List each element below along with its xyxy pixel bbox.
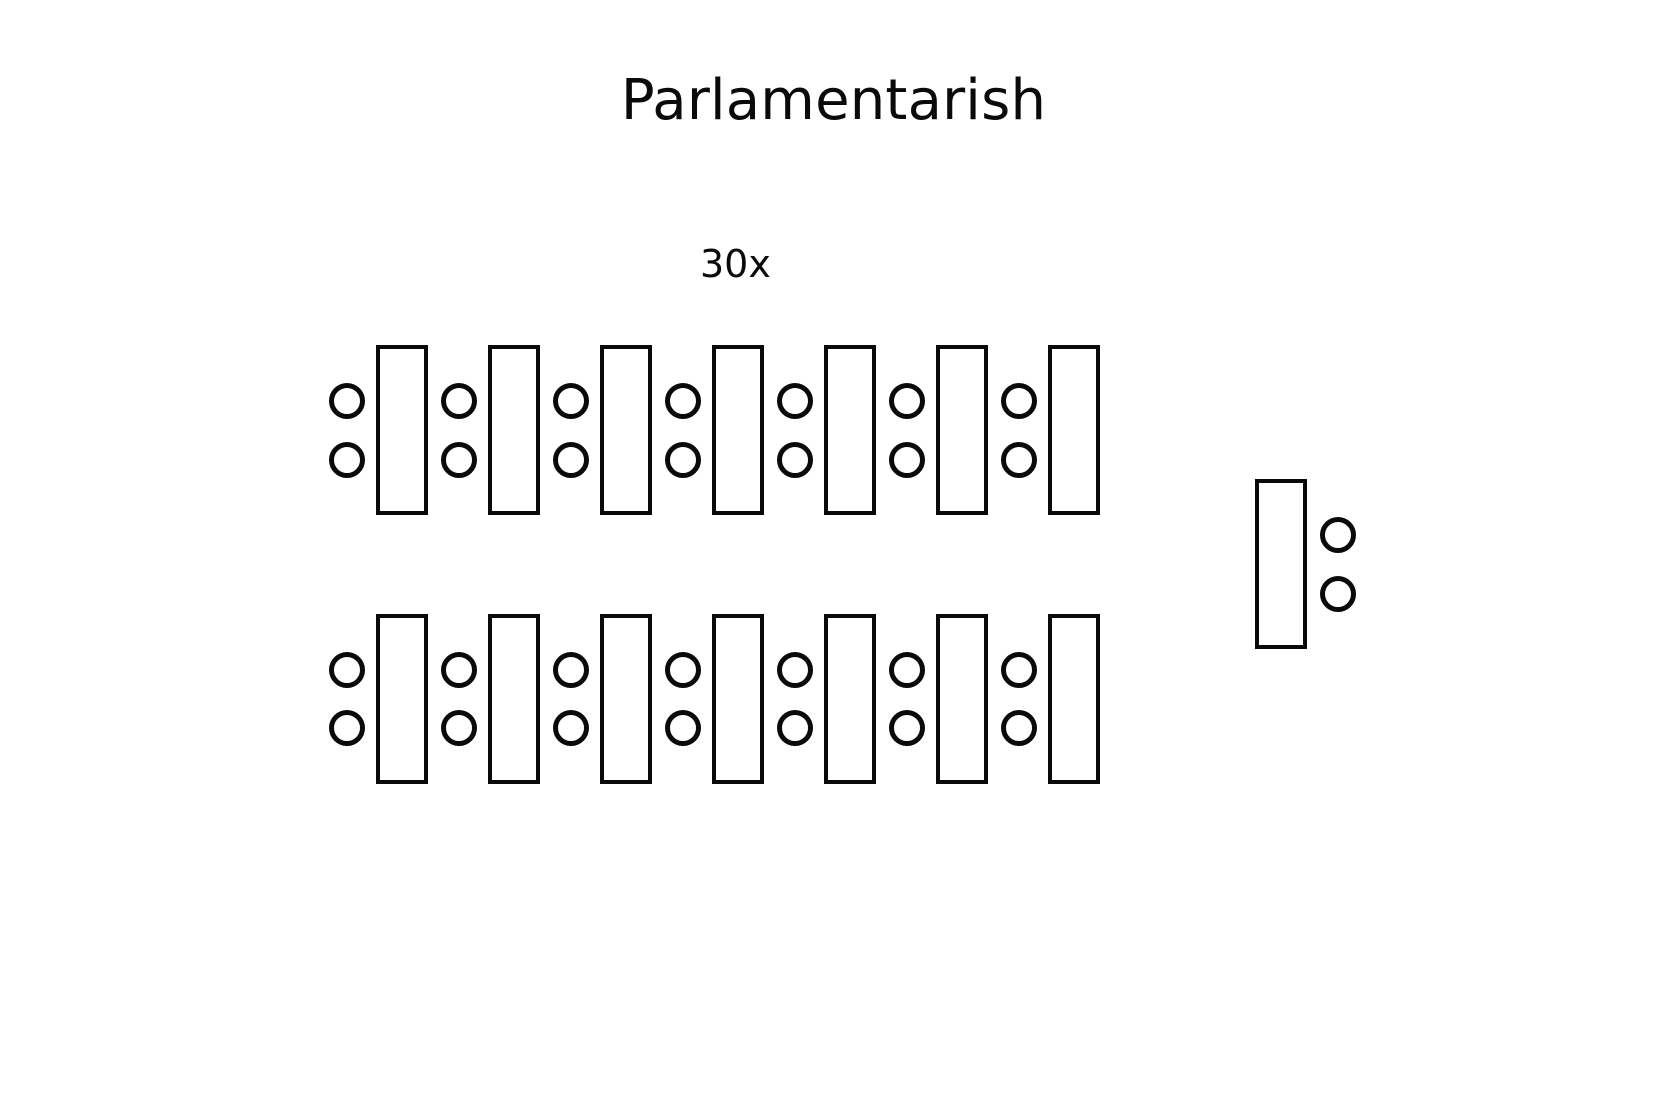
- desk-rect[interactable]: [936, 614, 988, 784]
- seating-unit[interactable]: [1001, 614, 1100, 784]
- chair-circle[interactable]: [1001, 442, 1037, 478]
- chair-circle[interactable]: [777, 442, 813, 478]
- row-1: [329, 345, 1100, 515]
- desk-rect[interactable]: [376, 614, 428, 784]
- seating-unit[interactable]: [665, 345, 764, 515]
- chair-circle[interactable]: [665, 652, 701, 688]
- chair-circle[interactable]: [889, 710, 925, 746]
- chair-circle[interactable]: [329, 442, 365, 478]
- seating-unit[interactable]: [553, 614, 652, 784]
- desk-rect[interactable]: [1048, 614, 1100, 784]
- desk-rect[interactable]: [712, 614, 764, 784]
- chair-circle[interactable]: [441, 710, 477, 746]
- chair-circle[interactable]: [665, 710, 701, 746]
- seating-unit[interactable]: [1001, 345, 1100, 515]
- chair-circle[interactable]: [329, 383, 365, 419]
- desk-rect[interactable]: [600, 345, 652, 515]
- chair-circle[interactable]: [665, 442, 701, 478]
- chair-circle[interactable]: [665, 383, 701, 419]
- chair-circle[interactable]: [1320, 576, 1356, 612]
- chair-circle[interactable]: [1320, 517, 1356, 553]
- chair-circle[interactable]: [777, 383, 813, 419]
- chair-circle[interactable]: [553, 383, 589, 419]
- seating-unit[interactable]: [777, 345, 876, 515]
- desk-rect[interactable]: [936, 345, 988, 515]
- chair-circle[interactable]: [889, 652, 925, 688]
- desk-rect[interactable]: [488, 614, 540, 784]
- seating-unit[interactable]: [553, 345, 652, 515]
- chair-circle[interactable]: [777, 710, 813, 746]
- seating-unit[interactable]: [777, 614, 876, 784]
- seating-unit[interactable]: [889, 614, 988, 784]
- row-2: [329, 614, 1100, 784]
- seating-unit[interactable]: [441, 614, 540, 784]
- chair-circle[interactable]: [889, 383, 925, 419]
- desk-rect[interactable]: [712, 345, 764, 515]
- chair-circle[interactable]: [441, 442, 477, 478]
- desk-rect[interactable]: [824, 614, 876, 784]
- chair-circle[interactable]: [329, 710, 365, 746]
- desk-rect[interactable]: [376, 345, 428, 515]
- desk-rect[interactable]: [824, 345, 876, 515]
- seating-unit[interactable]: [329, 614, 428, 784]
- chair-circle[interactable]: [889, 442, 925, 478]
- desk-rect[interactable]: [1048, 345, 1100, 515]
- desk-rect[interactable]: [1255, 479, 1307, 649]
- chair-circle[interactable]: [1001, 652, 1037, 688]
- chair-circle[interactable]: [553, 652, 589, 688]
- desk-rect[interactable]: [488, 345, 540, 515]
- page-title: Parlamentarish: [620, 68, 1047, 134]
- row-3-side: [1255, 479, 1356, 649]
- seating-unit[interactable]: [665, 614, 764, 784]
- chair-circle[interactable]: [553, 710, 589, 746]
- chair-circle[interactable]: [441, 652, 477, 688]
- repeat-count-label: 30x: [700, 242, 771, 286]
- chair-circle[interactable]: [553, 442, 589, 478]
- seating-unit[interactable]: [889, 345, 988, 515]
- seating-unit[interactable]: [329, 345, 428, 515]
- seating-unit[interactable]: [1255, 479, 1356, 649]
- desk-rect[interactable]: [600, 614, 652, 784]
- chair-circle[interactable]: [329, 652, 365, 688]
- chair-circle[interactable]: [441, 383, 477, 419]
- seating-unit[interactable]: [441, 345, 540, 515]
- chair-circle[interactable]: [1001, 383, 1037, 419]
- chair-circle[interactable]: [1001, 710, 1037, 746]
- chair-circle[interactable]: [777, 652, 813, 688]
